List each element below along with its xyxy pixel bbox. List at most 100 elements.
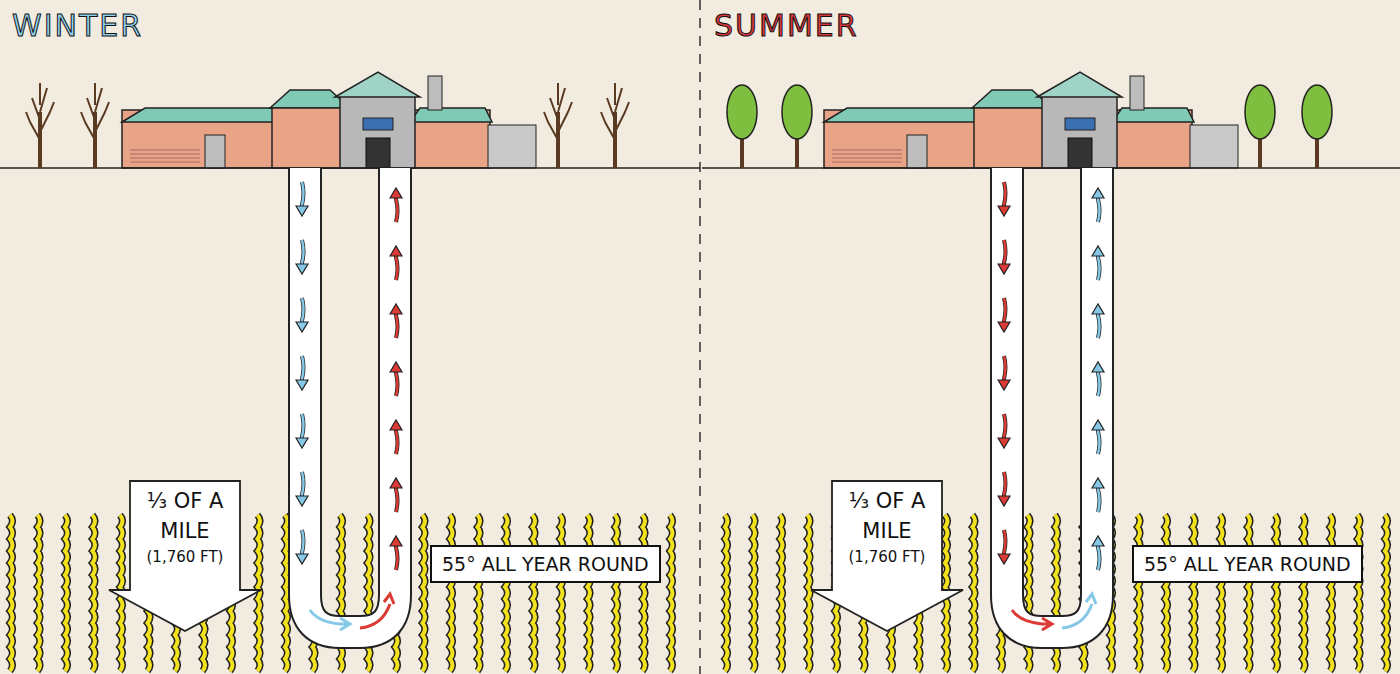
rock-line — [258, 515, 261, 671]
flow-arrow — [1098, 428, 1100, 454]
rock-line — [780, 515, 783, 671]
flow-arrow — [1004, 472, 1006, 498]
rock-line — [1303, 515, 1306, 671]
flow-arrow — [302, 182, 304, 208]
flow-arrowhead — [390, 478, 402, 488]
rock-line — [65, 515, 68, 671]
flow-arrow — [1098, 428, 1100, 454]
flow-arrow — [1004, 472, 1006, 498]
drawing-stroke — [428, 76, 442, 110]
rock-line — [588, 515, 591, 671]
rock-line — [1138, 515, 1141, 671]
drawing-stroke — [272, 108, 342, 168]
flow-arrow — [1004, 298, 1006, 324]
flow-arrowhead — [1092, 478, 1104, 488]
flow-arrow — [302, 240, 304, 266]
flow-arrow — [396, 196, 398, 222]
depth-text: ⅓ OF A MILE — [836, 486, 938, 546]
temperature-text: 55° ALL YEAR ROUND — [442, 553, 649, 575]
drawing-stroke — [702, 167, 1400, 169]
flow-arrowhead — [998, 554, 1010, 564]
flow-arrow — [396, 428, 398, 454]
drawing-stroke — [832, 158, 902, 159]
drawing-stroke — [1037, 72, 1122, 97]
temperature-box: 55° ALL YEAR ROUND — [430, 545, 661, 583]
flow-arrowhead — [390, 536, 402, 546]
flow-arrow — [396, 312, 398, 338]
flow-arrow — [302, 182, 304, 208]
flow-arrow — [396, 196, 398, 222]
depth-feet: (1,760 FT) — [836, 546, 938, 568]
rock-line — [478, 515, 481, 671]
flow-arrow — [302, 356, 304, 382]
rock-line — [1193, 515, 1196, 671]
tree-crown — [1245, 85, 1275, 139]
drawing-stroke — [130, 158, 200, 159]
rock-line — [973, 515, 976, 671]
flow-arrowhead — [296, 380, 308, 390]
bare-branches — [81, 83, 109, 140]
flow-arrow — [1098, 544, 1100, 570]
flow-arrow — [1098, 370, 1100, 396]
drawing-stroke — [1130, 76, 1144, 110]
rock-line — [1385, 515, 1388, 671]
rock-line — [1330, 515, 1333, 671]
rock-line — [808, 515, 811, 671]
rock-line — [670, 515, 673, 671]
rock-line — [615, 515, 618, 671]
rock-line — [1138, 515, 1141, 671]
flow-arrow — [302, 298, 304, 324]
flow-arrowhead — [1092, 362, 1104, 372]
drawing-stroke — [832, 162, 902, 163]
rock-line — [1303, 515, 1306, 671]
flow-arrowhead — [998, 438, 1010, 448]
drawing-stroke — [270, 90, 350, 108]
flow-arrowhead — [1092, 536, 1104, 546]
temperature-text: 55° ALL YEAR ROUND — [1144, 553, 1351, 575]
rock-line — [1165, 515, 1168, 671]
drawing-stroke — [363, 118, 393, 130]
flow-arrow — [396, 486, 398, 512]
flow-arrow — [1004, 240, 1006, 266]
flow-arrowhead — [296, 206, 308, 216]
flow-arrow — [1004, 182, 1006, 208]
flow-arrowhead — [1092, 420, 1104, 430]
tree-crown — [727, 85, 757, 139]
flow-arrow — [1098, 312, 1100, 338]
rock-line — [10, 515, 13, 671]
rock-line — [423, 515, 426, 671]
rock-line — [1248, 515, 1251, 671]
ground-loop-pipe — [305, 168, 395, 632]
rock-line — [65, 515, 68, 671]
rock-line — [1193, 515, 1196, 671]
temperature-box: 55° ALL YEAR ROUND — [1132, 545, 1363, 583]
drawing-stroke — [907, 135, 927, 168]
ground-loop-pipe — [1007, 168, 1097, 632]
flow-arrow — [302, 298, 304, 324]
flow-arrow — [302, 530, 304, 556]
ground-loop-pipe — [1007, 168, 1097, 632]
drawing-stroke — [205, 135, 225, 168]
flow-arrow — [1004, 530, 1006, 556]
bare-branches — [601, 83, 629, 140]
flow-arrow — [302, 414, 304, 440]
rock-line — [1385, 515, 1388, 671]
rock-line — [1165, 515, 1168, 671]
flow-arrow — [1098, 254, 1100, 280]
rock-line — [588, 515, 591, 671]
flow-arrow — [360, 594, 394, 628]
flow-arrowhead — [390, 304, 402, 314]
drawing-stroke — [974, 108, 1044, 168]
drawing-stroke — [972, 90, 1052, 108]
rock-line — [615, 515, 618, 671]
drawing-stroke — [1042, 95, 1117, 168]
flow-arrow — [302, 472, 304, 498]
flow-arrow — [1098, 196, 1100, 222]
rock-line — [10, 515, 13, 671]
flow-arrowhead — [1092, 188, 1104, 198]
museum-building — [0, 72, 700, 168]
flow-arrow — [396, 254, 398, 280]
flow-arrow — [1098, 486, 1100, 512]
flow-arrowhead — [998, 380, 1010, 390]
rock-line — [1220, 515, 1223, 671]
